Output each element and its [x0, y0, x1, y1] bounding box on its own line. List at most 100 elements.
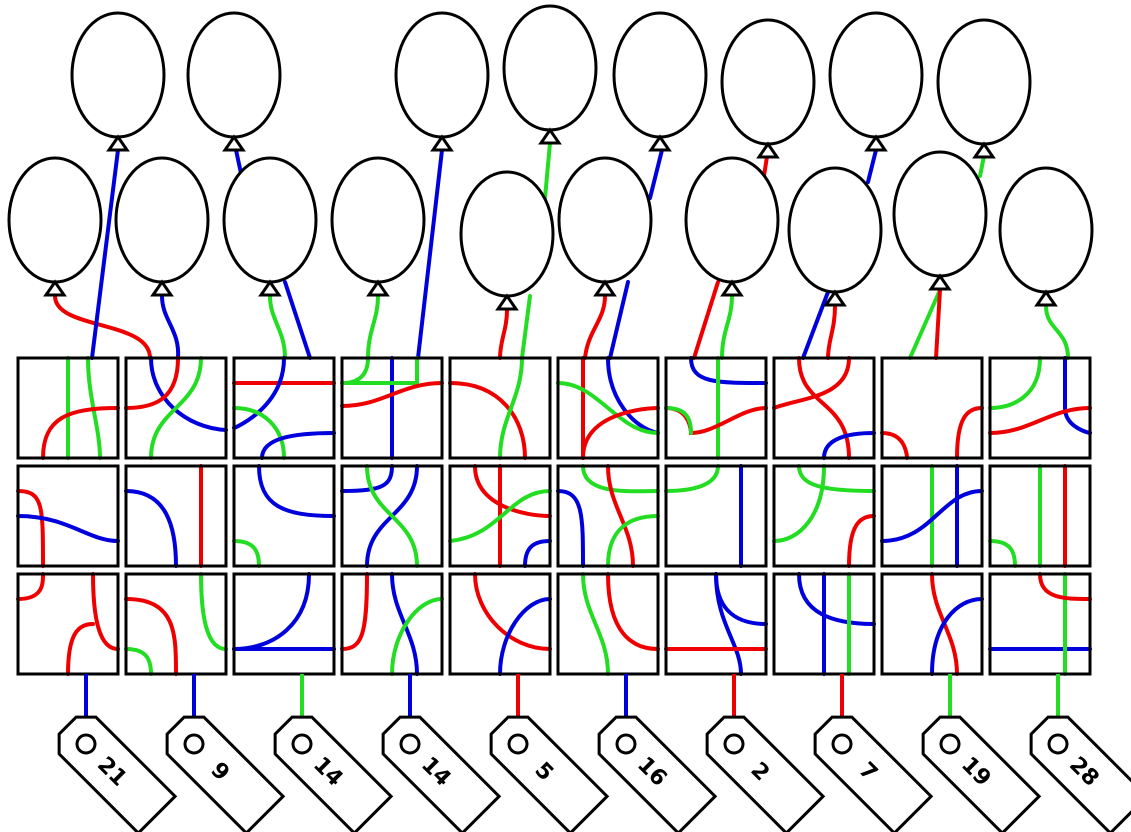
tag-body: [381, 715, 502, 832]
tag-body: [705, 715, 826, 832]
balloon[interactable]: [186, 11, 282, 152]
balloon[interactable]: [7, 156, 103, 297]
tag[interactable]: 7: [805, 674, 934, 832]
tag-body: [273, 715, 394, 832]
tile[interactable]: [16, 464, 120, 568]
balloon[interactable]: [787, 166, 883, 307]
string: [53, 294, 152, 360]
tile[interactable]: [16, 572, 120, 676]
balloons-front-row: [7, 150, 1094, 311]
balloon[interactable]: [828, 11, 924, 152]
tile[interactable]: [880, 464, 984, 568]
tile[interactable]: [988, 572, 1092, 676]
string: [648, 148, 664, 200]
tag-body: [921, 715, 1042, 832]
tag[interactable]: 5: [481, 674, 610, 832]
tag-body: [813, 715, 934, 832]
tile[interactable]: [556, 464, 660, 568]
tag-hole: [507, 733, 529, 755]
tile[interactable]: [448, 356, 552, 460]
balloon[interactable]: [114, 156, 210, 297]
string: [90, 148, 120, 360]
tile[interactable]: [880, 356, 984, 460]
tile[interactable]: [232, 572, 336, 676]
balloon[interactable]: [330, 156, 426, 297]
string: [720, 294, 734, 360]
string: [498, 308, 509, 360]
string: [978, 154, 986, 178]
tile[interactable]: [448, 464, 552, 568]
string: [283, 280, 312, 360]
balloon[interactable]: [892, 150, 988, 291]
tile[interactable]: [988, 464, 1092, 568]
balloon[interactable]: [394, 11, 490, 152]
tile[interactable]: [232, 464, 336, 568]
string: [520, 294, 532, 360]
tag-hole: [75, 733, 97, 755]
balloon[interactable]: [684, 156, 780, 297]
string: [908, 288, 942, 360]
string: [934, 288, 942, 360]
tile[interactable]: [664, 464, 768, 568]
tile[interactable]: [124, 572, 228, 676]
string: [160, 294, 181, 360]
tag-body: [489, 715, 610, 832]
tag-hole: [183, 733, 205, 755]
tile[interactable]: [772, 356, 876, 460]
balloons-back-row: [70, 4, 1032, 159]
tile[interactable]: [772, 572, 876, 676]
string: [866, 148, 878, 184]
tag[interactable]: 2: [697, 674, 826, 832]
tile[interactable]: [556, 356, 660, 460]
tile[interactable]: [664, 572, 768, 676]
tile[interactable]: [124, 356, 228, 460]
tag[interactable]: 9: [157, 674, 286, 832]
string: [801, 290, 830, 360]
tag-hole: [939, 733, 961, 755]
balloon[interactable]: [720, 18, 816, 159]
tile[interactable]: [340, 356, 444, 460]
balloon[interactable]: [936, 18, 1032, 159]
tag[interactable]: 19: [913, 674, 1042, 832]
string: [826, 304, 837, 360]
tag[interactable]: 21: [49, 674, 178, 832]
balloon[interactable]: [998, 166, 1094, 307]
balloon[interactable]: [222, 156, 318, 297]
tile[interactable]: [232, 356, 336, 460]
string: [416, 148, 444, 360]
tile[interactable]: [448, 572, 552, 676]
tile[interactable]: [556, 572, 660, 676]
string: [692, 280, 720, 360]
tag-body: [597, 715, 718, 832]
tag-body: [1029, 715, 1131, 832]
balloon[interactable]: [612, 11, 708, 152]
tag-hole: [291, 733, 313, 755]
balloon[interactable]: [70, 11, 166, 152]
balloon[interactable]: [459, 170, 555, 311]
tile[interactable]: [988, 356, 1092, 460]
string: [543, 141, 552, 200]
tag-hole: [615, 733, 637, 755]
tag[interactable]: 14: [265, 674, 394, 832]
string: [608, 280, 630, 360]
tile[interactable]: [340, 464, 444, 568]
balloon-strings: [53, 141, 1070, 360]
tag-hole: [399, 733, 421, 755]
tile-grid: [16, 356, 1092, 676]
tag[interactable]: 16: [589, 674, 718, 832]
balloon[interactable]: [502, 4, 598, 145]
tile[interactable]: [16, 356, 120, 460]
tile[interactable]: [124, 464, 228, 568]
string: [366, 294, 380, 360]
string: [583, 294, 607, 360]
tile[interactable]: [664, 356, 768, 460]
tag-hole: [831, 733, 853, 755]
balloon[interactable]: [557, 156, 653, 297]
tag[interactable]: 28: [1021, 674, 1131, 832]
tag-hole: [1047, 733, 1069, 755]
tile[interactable]: [340, 572, 444, 676]
tile[interactable]: [880, 572, 984, 676]
tag[interactable]: 14: [373, 674, 502, 832]
tile[interactable]: [772, 464, 876, 568]
